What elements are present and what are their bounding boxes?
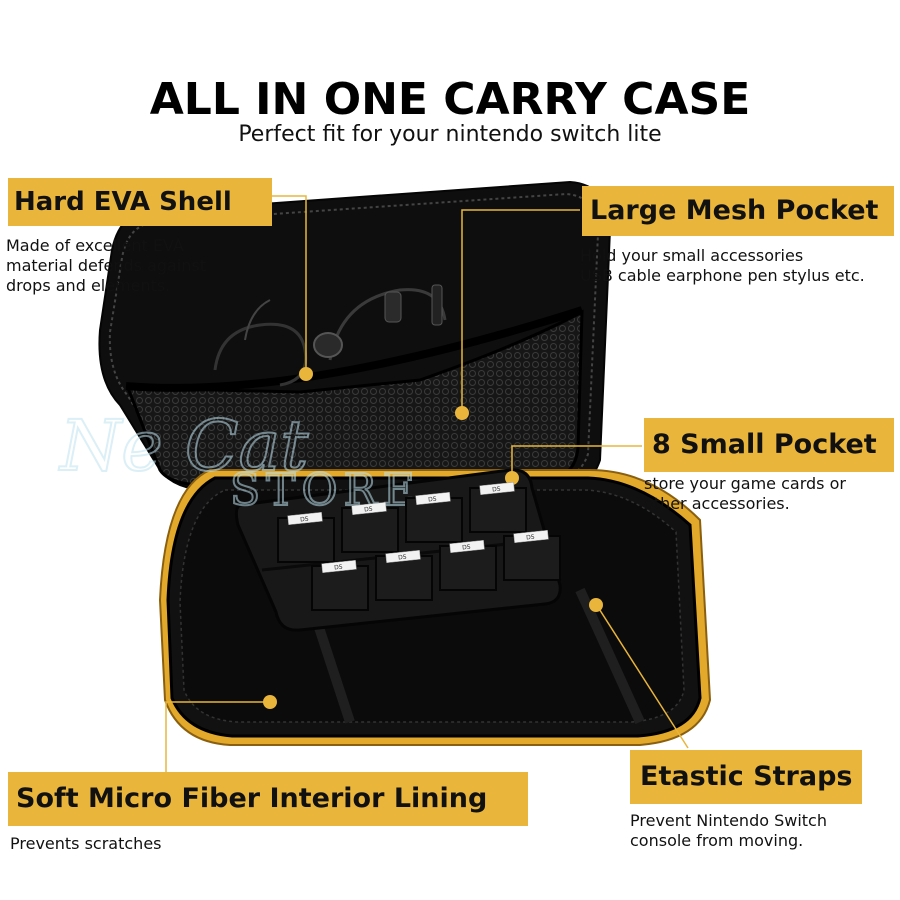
game-card — [351, 501, 387, 516]
card-slot-label: DS — [526, 534, 535, 542]
card-slot-label: DS — [300, 516, 309, 524]
description-line: Prevents scratches — [10, 834, 162, 853]
description-line: Prevent Nintendo Switch — [630, 811, 827, 830]
game-card — [513, 529, 549, 544]
earphones-and-cables — [213, 284, 447, 387]
game-card — [385, 549, 421, 564]
card-slot: DS — [311, 559, 369, 611]
card-slot: DS — [341, 501, 399, 553]
game-card — [287, 511, 323, 526]
large-mesh-pocket-label: Large Mesh Pocket — [582, 186, 894, 236]
description-line: material defends against — [6, 256, 207, 275]
elastic-straps-label: Etastic Straps — [630, 750, 862, 804]
page-subtitle: Perfect fit for your nintendo switch lit… — [238, 122, 662, 147]
hard-eva-shell-label: Hard EVA Shell — [8, 178, 272, 226]
page-title: ALL IN ONE CARRY CASE — [149, 74, 751, 125]
card-slot-label: DS — [398, 554, 407, 562]
description-line: drops and elements. — [6, 276, 171, 295]
small-pocket-label: 8 Small Pocket — [644, 418, 894, 472]
callout-connectors — [165, 195, 689, 782]
description-line: USB cable earphone pen stylus etc. — [580, 266, 865, 285]
callout-dots — [263, 367, 603, 709]
game-card — [479, 481, 515, 496]
game-card — [321, 559, 357, 574]
card-slot: DS — [405, 491, 463, 543]
card-slot-label: DS — [462, 544, 471, 552]
game-card — [449, 539, 485, 554]
card-slot-label: DS — [334, 564, 343, 572]
large-mesh-pocket-description: Hold your small accessories USB cable ea… — [580, 246, 865, 286]
card-slot: DS — [375, 549, 433, 601]
description-line: Hold your small accessories — [580, 246, 804, 265]
card-slot: DS — [277, 511, 335, 563]
interior-lining-description: Prevents scratches — [10, 834, 162, 854]
mesh-pocket — [125, 306, 584, 487]
card-slot-label: DS — [364, 506, 373, 514]
description-line: console from moving. — [630, 831, 804, 850]
watermark-line-1: Ne Cat — [58, 405, 309, 487]
game-card — [415, 491, 451, 506]
card-slot-label: DS — [428, 496, 437, 504]
elastic-straps-description: Prevent Nintendo Switch console from mov… — [630, 811, 827, 851]
interior-lining-label: Soft Micro Fiber Interior Lining — [8, 772, 528, 826]
card-slot: DS — [469, 481, 527, 533]
small-pocket-description: store your game cards or other accessori… — [644, 474, 846, 514]
card-slot-label: DS — [492, 486, 501, 494]
description-line: store your game cards or — [644, 474, 846, 493]
hard-eva-shell-description: Made of excellent EVA material defends a… — [6, 236, 206, 296]
card-slot: DS — [503, 529, 561, 581]
description-line: Made of excellent EVA — [6, 236, 184, 255]
description-line: other accessories. — [644, 494, 790, 513]
card-slot: DS — [439, 539, 497, 591]
